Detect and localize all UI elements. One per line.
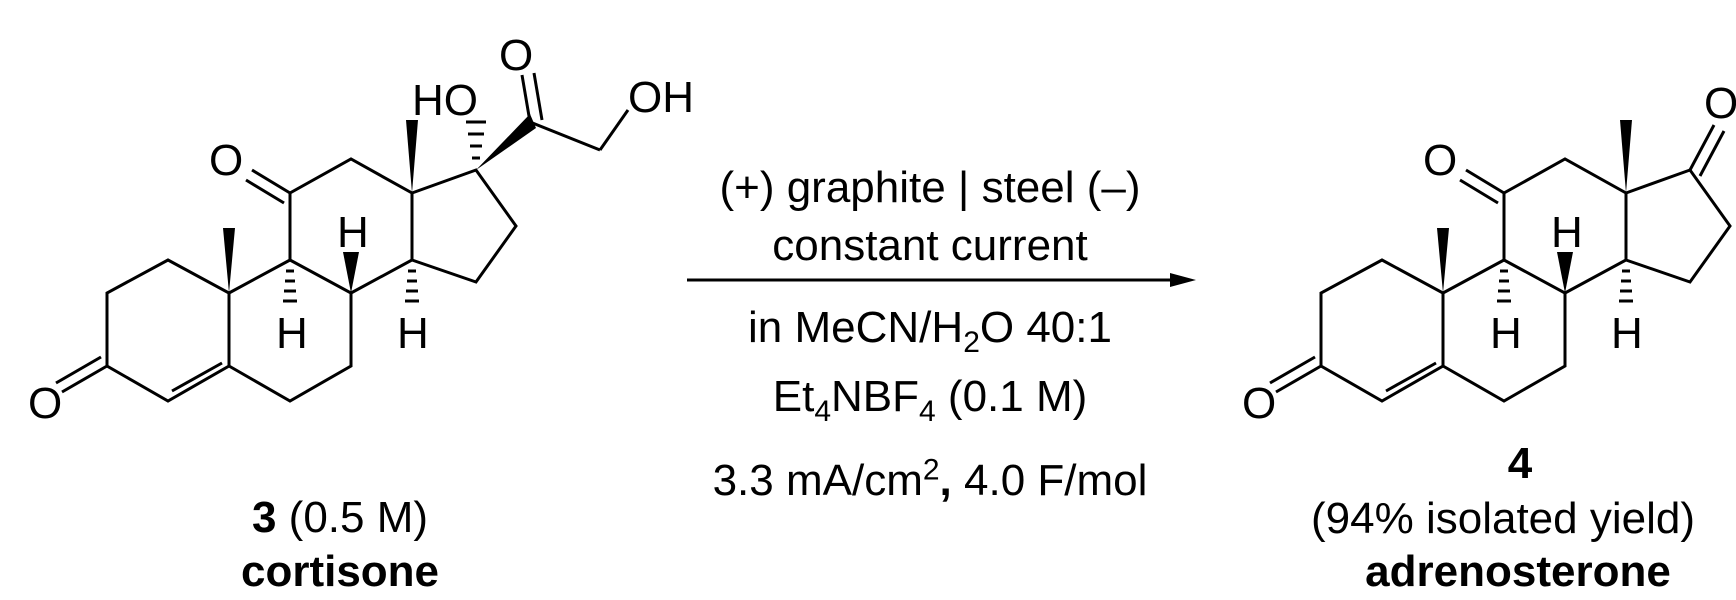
adrenosterone-o17-label: O [1704, 79, 1736, 128]
condition-electrolyte: Et4NBF4 (0.1 M) [772, 372, 1088, 428]
product-yield: (94% isolated yield) [1311, 494, 1695, 543]
reactant-caption: 3 (0.5 M) [190, 494, 490, 542]
cortisone-h14-label: H [397, 309, 429, 358]
cortisone-oh21-label: OH [628, 73, 694, 122]
condition-electrodes: (+) graphite | steel (–) [719, 163, 1141, 212]
reactant-number: 3 [251, 493, 277, 542]
cortisone-o11-label: O [209, 136, 243, 185]
reactant-name: cortisone [240, 547, 440, 596]
condition-solvent: in MeCN/H2O 40:1 [748, 303, 1112, 359]
condition-current-charge: 3.3 mA/cm2, 4.0 F/mol [712, 453, 1148, 505]
adrenosterone-o11-label: O [1423, 136, 1457, 185]
product-name: adrenosterone [1365, 547, 1671, 596]
cortisone-o20-label: O [499, 31, 533, 80]
cortisone-h9-label: H [276, 309, 308, 358]
adrenosterone-h8-label: H [1551, 208, 1583, 257]
cortisone-h8-label: H [337, 208, 369, 257]
cortisone-structure: O O O HO OH H H H [28, 31, 694, 428]
cortisone-o3-label: O [28, 379, 62, 428]
condition-current-mode: constant current [772, 221, 1088, 270]
adrenosterone-structure: O O O H H H [1242, 79, 1736, 428]
adrenosterone-h14-label: H [1611, 309, 1643, 358]
adrenosterone-o3-label: O [1242, 379, 1276, 428]
adrenosterone-h9-label: H [1490, 309, 1522, 358]
cortisone-ho17-label: HO [412, 76, 478, 125]
reactant-concentration: (0.5 M) [288, 493, 429, 542]
reaction-arrow [687, 273, 1196, 287]
product-number: 4 [1507, 439, 1533, 488]
